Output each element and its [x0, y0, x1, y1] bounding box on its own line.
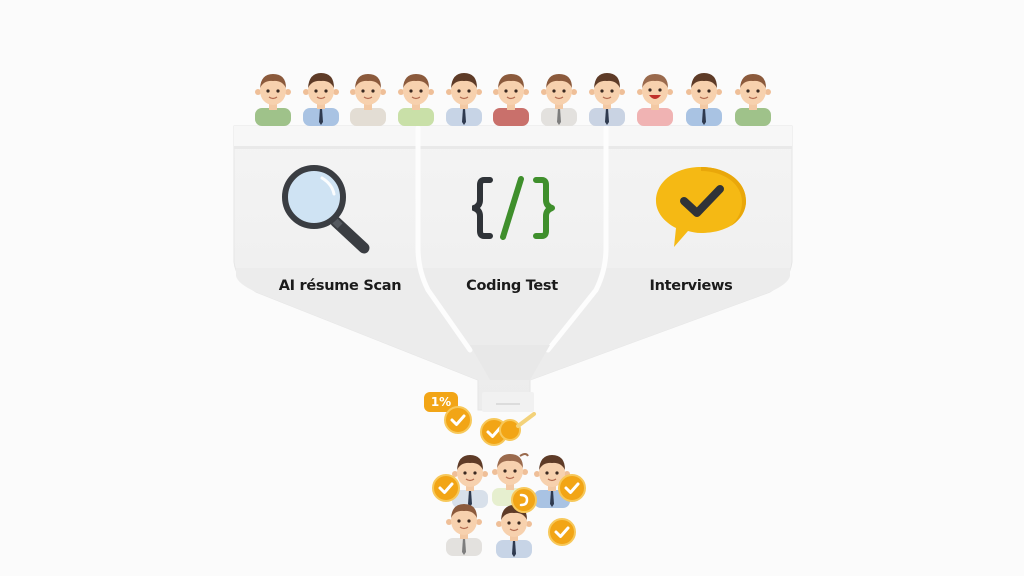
candidate-avatar	[398, 74, 434, 126]
selected-candidate-avatar	[452, 455, 488, 508]
candidate-avatar	[350, 74, 386, 126]
check-badge-icon	[558, 474, 586, 502]
candidate-avatar	[686, 73, 722, 126]
selected-candidate-avatar	[534, 455, 570, 508]
percent-badge: 1%	[424, 392, 458, 412]
coin-key-icon	[499, 412, 536, 441]
magnifying-glass-icon	[282, 165, 370, 254]
check-badge-icon	[432, 474, 460, 502]
candidate-avatar	[735, 74, 771, 126]
code-brackets-icon	[472, 176, 555, 240]
selected-candidate-avatar	[446, 504, 482, 556]
stage-label-interviews: Interviews	[649, 278, 733, 294]
selected-candidate-avatar	[492, 453, 529, 506]
check-badge-icon	[548, 518, 576, 546]
speech-bubble-check-icon	[656, 167, 746, 247]
candidate-avatar	[493, 74, 529, 126]
candidate-avatar	[303, 73, 339, 126]
stage-label-resume-scan: AI résume Scan	[278, 278, 402, 294]
candidate-avatar	[541, 74, 577, 126]
check-badge-icon	[444, 406, 472, 434]
candidate-avatar	[589, 73, 625, 126]
stage-label-coding-test: Coding Test	[466, 278, 558, 294]
candidate-avatar	[255, 74, 291, 126]
candidate-avatar	[637, 74, 673, 126]
coin-icon	[511, 487, 537, 513]
candidate-avatar	[446, 73, 482, 126]
